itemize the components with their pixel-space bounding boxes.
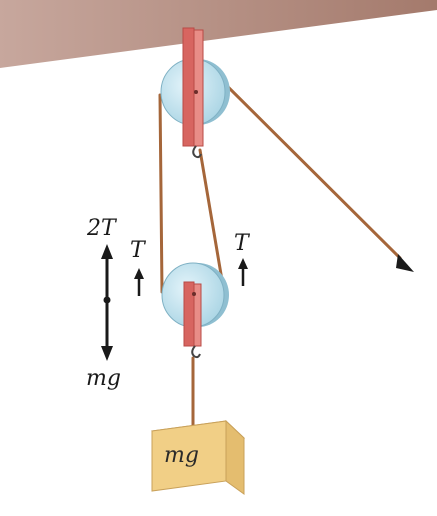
top-bracket [182,27,204,159]
tension-right-arrowhead-icon [238,258,248,269]
free-body-diagram: 2T mg [86,216,121,391]
bottom-hook-icon [191,345,201,359]
top-hook-icon [192,145,202,159]
ceiling [0,0,437,68]
tension-left-label: T [130,238,147,263]
tension-right-label: T [234,231,251,256]
rope-right-inner-segment [198,148,226,294]
pull-arrow-icon [396,254,414,272]
two-t-arrowhead-icon [101,244,113,259]
ropes [158,70,402,430]
tension-left: T [130,238,147,296]
tension-right: T [234,231,251,286]
rope-pull-segment [211,70,402,260]
tension-left-arrowhead-icon [134,268,144,279]
mg-force-label: mg [86,366,121,391]
block-mg-label: mg [164,443,199,468]
block: mg [150,419,246,495]
bottom-bracket [183,281,202,359]
block-side-face [225,419,245,495]
mg-arrowhead-icon [101,346,113,361]
rope-left-segment [158,93,164,294]
two-t-label: 2T [86,216,118,241]
block-front-face [151,420,227,492]
